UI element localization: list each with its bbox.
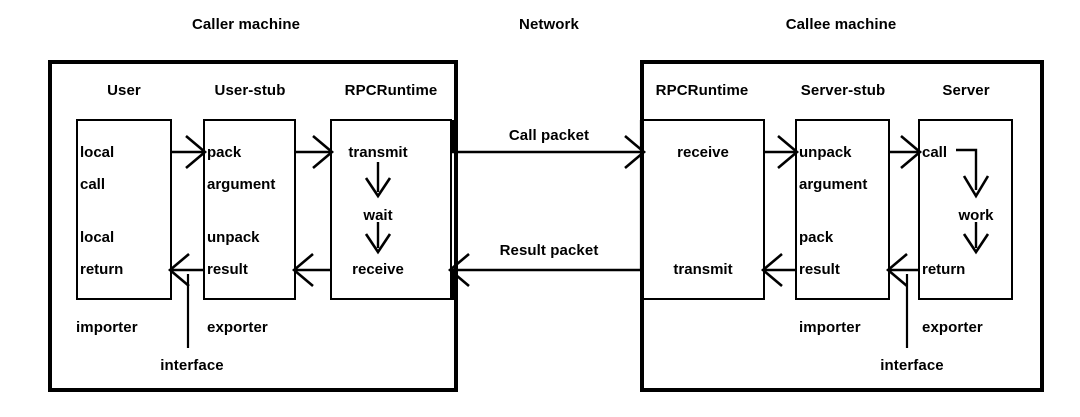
- caller-exporter-label: exporter: [207, 319, 268, 336]
- caller-machine-title: Caller machine: [191, 16, 301, 33]
- caller-user-stub-box: [203, 119, 296, 300]
- caller-rpcruntime-line-1: wait: [363, 207, 393, 224]
- callee-importer-label: importer: [799, 319, 861, 336]
- network-title: Network: [519, 16, 579, 33]
- caller-user-stub-line-0: pack: [207, 144, 242, 161]
- caller-rpcruntime-line-0: transmit: [348, 144, 408, 161]
- arrow-callee-rpcruntime-to-server-stub: [765, 135, 800, 169]
- callee-rpcruntime-line-0: receive: [677, 144, 729, 161]
- caller-interface-label: interface: [160, 357, 224, 374]
- callee-server-line-2: return: [922, 261, 966, 278]
- callee-machine-title: Callee machine: [785, 16, 897, 33]
- arrow-user-stub-to-rpcruntime: [296, 135, 335, 169]
- caller-user-box: [76, 119, 172, 300]
- arrow-wait-to-receive: [364, 222, 392, 255]
- arrow-server-stub-to-callee-rpcruntime: [760, 253, 795, 287]
- arrow-work-to-return: [962, 222, 990, 255]
- caller-importer-label: importer: [76, 319, 138, 336]
- arrow-server-to-server-stub: [885, 253, 918, 287]
- callee-server-stub-line-0: unpack: [799, 144, 852, 161]
- caller-user-line-0: local: [80, 144, 115, 161]
- caller-user-stub-line-1: argument: [207, 176, 276, 193]
- callee-server-line-1: work: [958, 207, 994, 224]
- callee-server-stub-line-2: pack: [799, 229, 834, 246]
- arrow-user-stub-to-user: [167, 253, 203, 287]
- caller-user-line-2: local: [80, 229, 115, 246]
- arrow-user-to-user-stub: [172, 135, 208, 169]
- caller-user-line-3: return: [80, 261, 124, 278]
- arrow-rpcruntime-to-user-stub: [291, 253, 330, 287]
- result-packet-label: Result packet: [499, 242, 599, 259]
- arrow-server-stub-to-server: [890, 135, 923, 169]
- caller-column-header-rpcruntime: RPCRuntime: [344, 82, 438, 99]
- callee-interface-label: interface: [880, 357, 944, 374]
- callee-column-header-server: Server: [942, 82, 990, 99]
- callee-exporter-label: exporter: [922, 319, 983, 336]
- callee-rpcruntime-line-1: transmit: [673, 261, 733, 278]
- caller-user-stub-line-2: unpack: [207, 229, 260, 246]
- arrow-transmit-to-wait: [364, 162, 392, 199]
- callee-rpcruntime-box: [642, 119, 765, 300]
- arrow-call-to-work: [956, 148, 990, 199]
- caller-machine-frame: [48, 60, 458, 392]
- callee-server-stub-line-1: argument: [799, 176, 868, 193]
- callee-server-line-0: call: [922, 144, 948, 161]
- call-packet-label: Call packet: [508, 127, 590, 144]
- callee-column-header-server-stub: Server-stub: [800, 82, 886, 99]
- callee-column-header-rpcruntime: RPCRuntime: [655, 82, 749, 99]
- call-packet-arrow: [451, 120, 647, 169]
- caller-rpcruntime-line-2: receive: [352, 261, 404, 278]
- callee-server-stub-line-3: result: [799, 261, 840, 278]
- caller-column-header-user: User: [107, 82, 141, 99]
- caller-user-line-1: call: [80, 176, 106, 193]
- caller-rpcruntime-box: [330, 119, 452, 300]
- caller-column-header-user-stub: User-stub: [214, 82, 286, 99]
- callee-server-stub-box: [795, 119, 890, 300]
- result-packet-arrow: [447, 120, 643, 300]
- caller-user-stub-line-3: result: [207, 261, 248, 278]
